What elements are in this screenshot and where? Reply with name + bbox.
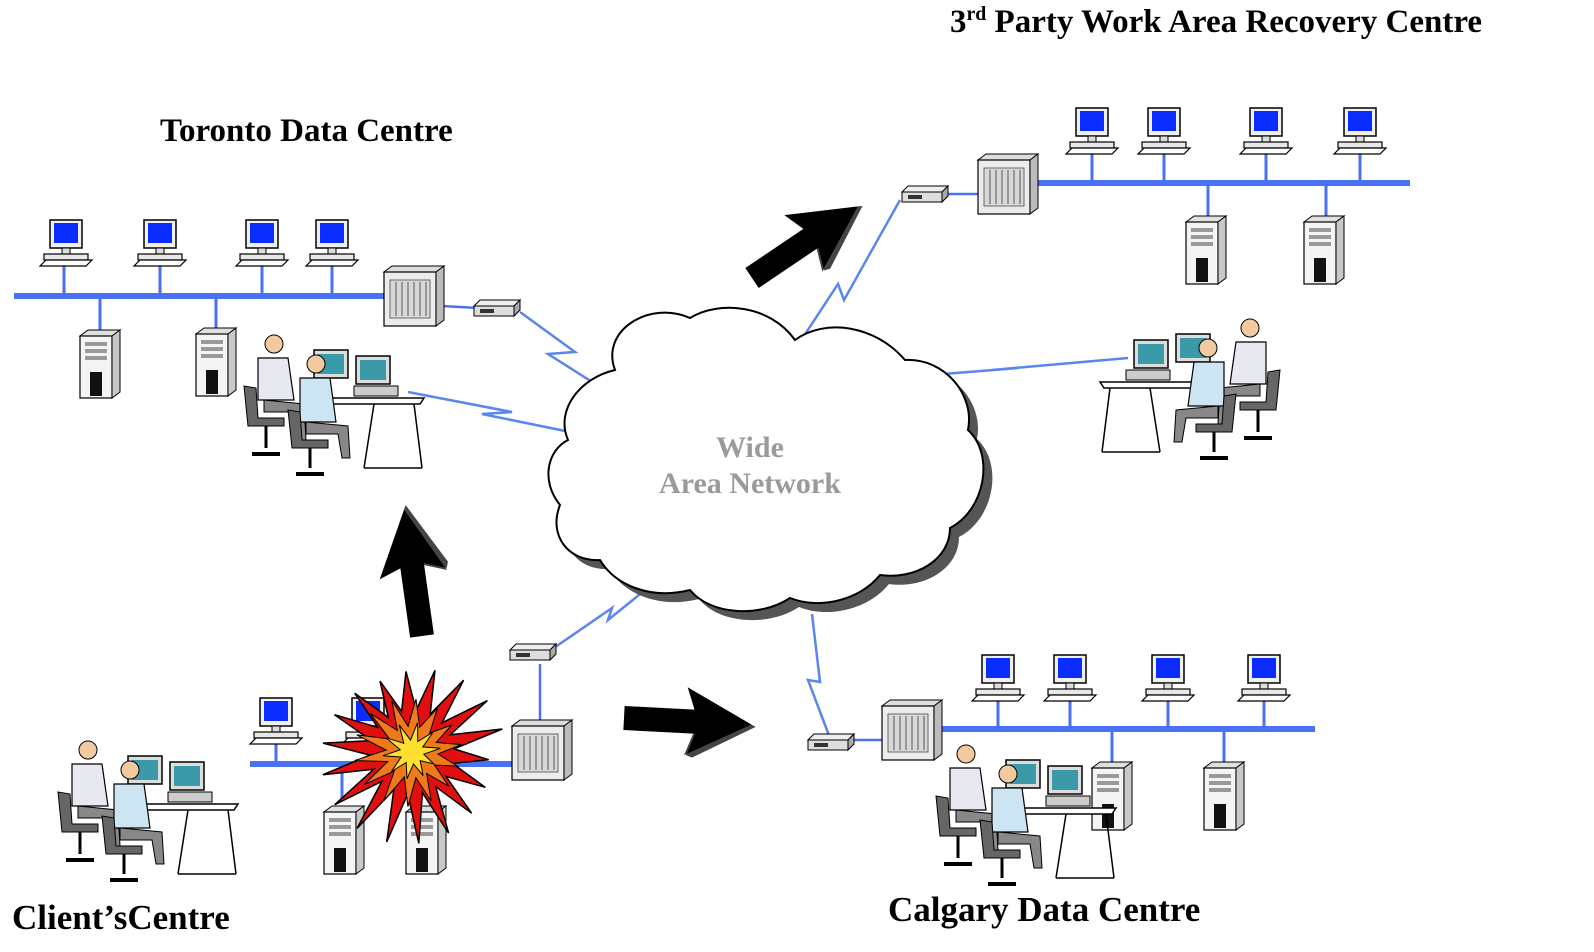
calgary-server-2 [1203, 761, 1245, 831]
recovery-server-1 [1185, 215, 1227, 285]
wan-label-line1: Wide [716, 431, 784, 464]
arrow-to-calgary-icon [622, 684, 758, 761]
client-modem [509, 643, 557, 661]
wan-label: Wide Area Network [620, 430, 880, 502]
recovery-router [977, 153, 1039, 215]
recovery-modem [901, 185, 949, 203]
calgary-site [807, 654, 1315, 886]
toronto-modem [473, 299, 521, 317]
calgary-server-1 [1091, 761, 1133, 831]
toronto-operators [242, 333, 426, 476]
wan-label-line2: Area Network [659, 467, 841, 500]
toronto-server-1 [79, 329, 121, 399]
recovery-workstation-4 [1333, 107, 1387, 155]
client-router [511, 719, 573, 781]
disaster-burst-icon [322, 669, 503, 844]
arrow-to-toronto-icon [369, 500, 458, 641]
toronto-site [14, 219, 521, 476]
recovery-operators [1100, 319, 1280, 458]
client-workstation-1 [249, 697, 303, 745]
recovery-server-2 [1303, 215, 1345, 285]
toronto-title: Toronto Data Centre [160, 113, 453, 149]
calgary-operators [934, 743, 1118, 886]
client-operators [56, 739, 240, 882]
toronto-workstation-4 [305, 219, 359, 267]
wan-cloud [547, 306, 993, 621]
recovery-title: 3rd Party Work Area Recovery Centre [950, 3, 1483, 40]
toronto-router [383, 265, 445, 327]
recovery-site [901, 107, 1410, 458]
toronto-server-2 [195, 327, 237, 397]
recovery-workstation-2 [1137, 107, 1191, 155]
client-server-1 [323, 805, 365, 875]
calgary-workstation-2 [1043, 654, 1097, 702]
calgary-workstation-1 [971, 654, 1025, 702]
arrow-to-recovery-icon [732, 175, 882, 308]
recovery-workstation-1 [1065, 107, 1119, 155]
toronto-workstation-1 [39, 219, 93, 267]
calgary-workstation-4 [1237, 654, 1291, 702]
toronto-workstation-2 [133, 219, 187, 267]
client-site [56, 643, 573, 882]
client-title: Client’sCentre [12, 898, 230, 937]
calgary-router [881, 699, 943, 761]
toronto-workstation-3 [235, 219, 289, 267]
calgary-modem [807, 733, 855, 751]
calgary-title: Calgary Data Centre [888, 890, 1201, 929]
calgary-workstation-3 [1141, 654, 1195, 702]
recovery-workstation-3 [1239, 107, 1293, 155]
